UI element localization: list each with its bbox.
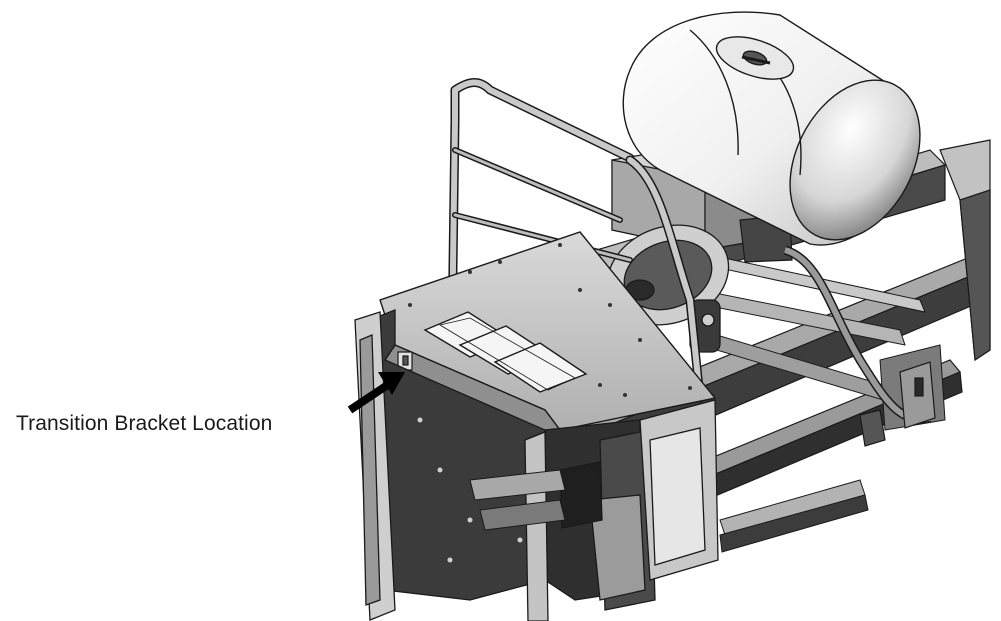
front-panel <box>524 399 719 621</box>
lower-frame <box>469 469 869 553</box>
callout-label: Transition Bracket Location <box>16 412 273 435</box>
rear-bracket <box>859 361 936 447</box>
callout-arrow <box>347 372 405 414</box>
guard-rail <box>447 78 705 403</box>
water-tank <box>622 11 921 246</box>
